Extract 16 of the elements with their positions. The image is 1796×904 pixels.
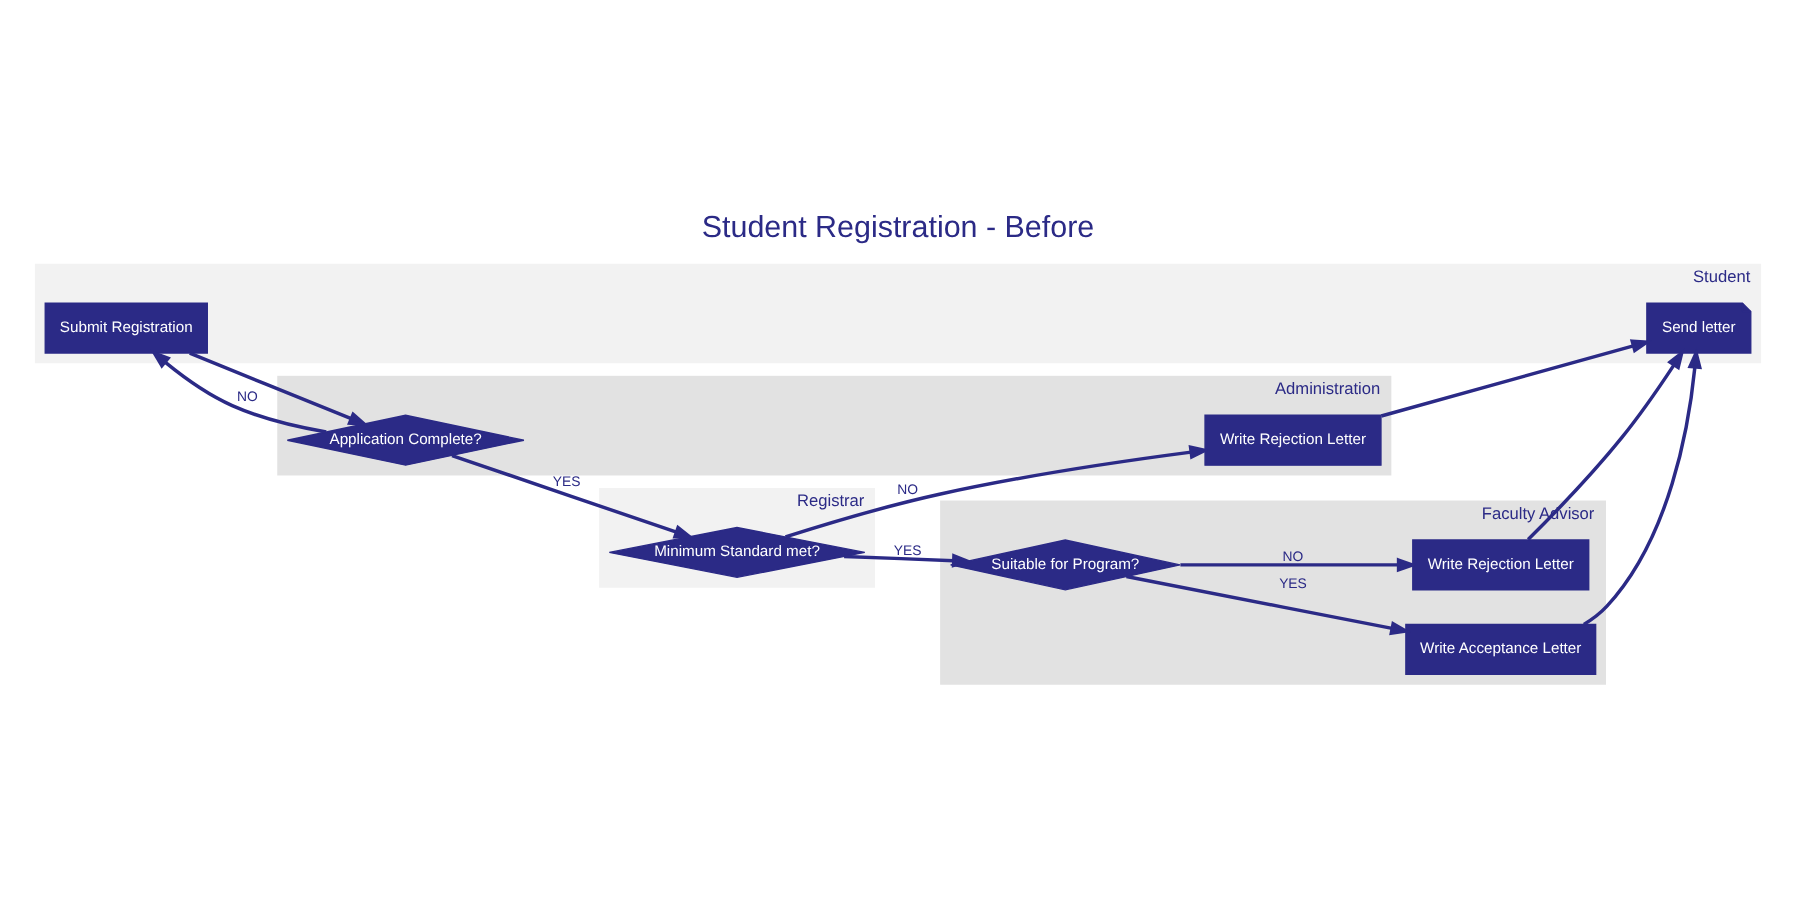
- arrow: [844, 553, 973, 568]
- arrow: [1380, 339, 1652, 418]
- node-box: Write Rejection Letter: [1204, 414, 1382, 466]
- diagram-title: Student Registration - Before: [701, 211, 1095, 246]
- arrow: [451, 453, 695, 539]
- node-box: Submit Registration: [44, 302, 208, 354]
- arrow: [785, 445, 1211, 539]
- node-box: Write Rejection Letter: [1412, 539, 1590, 591]
- arrow: [189, 351, 370, 426]
- arrow: [1180, 557, 1418, 573]
- arrow: [1526, 348, 1685, 541]
- arrow: [1582, 347, 1702, 626]
- node-box: Write Acceptance Letter: [1405, 623, 1597, 675]
- node-diamond: Application Complete?: [286, 414, 525, 466]
- arrow: [1126, 574, 1411, 636]
- arrow: [150, 349, 327, 434]
